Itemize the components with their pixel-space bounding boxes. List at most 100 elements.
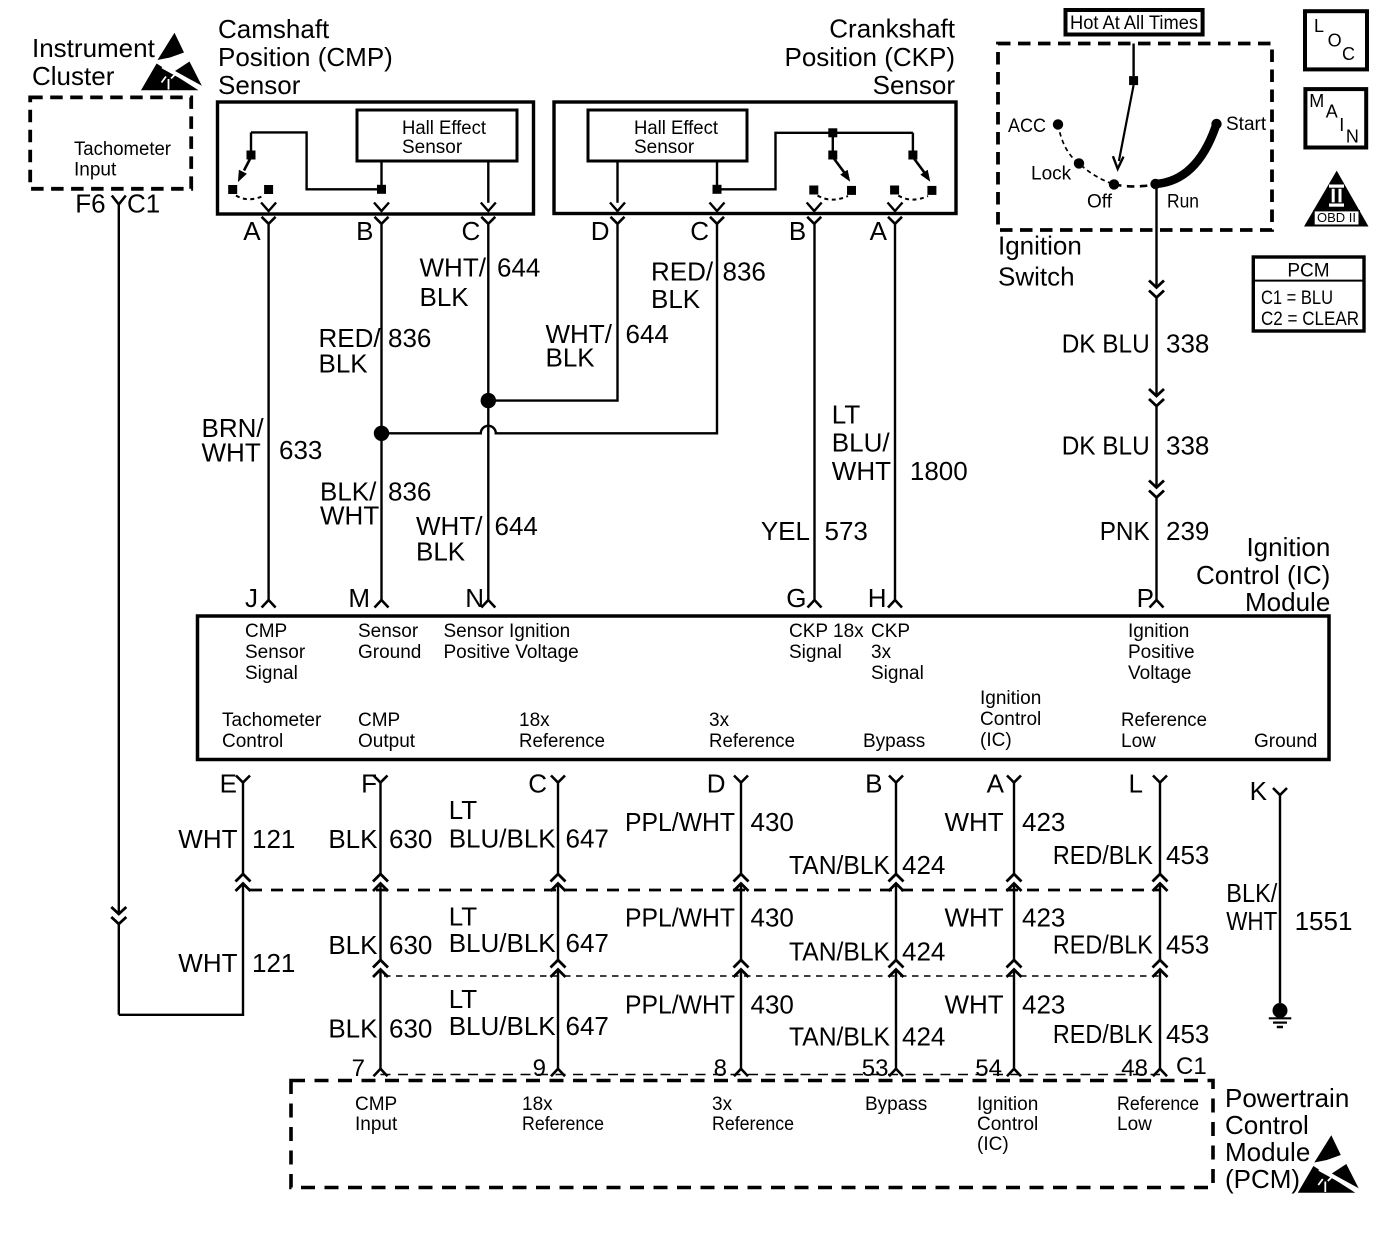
svg-text:(IC): (IC) — [977, 1134, 1009, 1155]
svg-text:ACC: ACC — [1008, 116, 1046, 137]
svg-text:3x: 3x — [709, 710, 730, 731]
svg-text:Off: Off — [1087, 192, 1113, 213]
svg-text:Voltage: Voltage — [1128, 663, 1191, 684]
svg-text:Signal: Signal — [871, 663, 924, 684]
svg-text:N: N — [1346, 127, 1359, 147]
svg-text:Control: Control — [222, 731, 283, 752]
svg-text:C: C — [1342, 44, 1355, 64]
svg-text:239: 239 — [1166, 516, 1209, 546]
svg-text:WHT: WHT — [944, 903, 1003, 933]
svg-text:Control: Control — [980, 709, 1041, 730]
svg-text:630: 630 — [389, 930, 432, 960]
svg-text:Control: Control — [977, 1114, 1038, 1135]
svg-text:Instrument: Instrument — [32, 33, 156, 63]
svg-text:BLK: BLK — [328, 930, 378, 960]
svg-text:Reference: Reference — [522, 1114, 604, 1135]
svg-text:Ignition: Ignition — [998, 231, 1082, 261]
svg-text:H: H — [868, 583, 887, 613]
svg-text:B: B — [789, 216, 806, 246]
svg-text:A: A — [243, 216, 261, 246]
svg-text:338: 338 — [1166, 329, 1209, 359]
svg-text:53: 53 — [862, 1055, 889, 1082]
svg-text:M: M — [348, 583, 370, 613]
svg-text:PCM: PCM — [1287, 261, 1329, 282]
svg-text:CKP 18x: CKP 18x — [789, 621, 864, 642]
svg-text:424: 424 — [902, 937, 945, 967]
svg-text:836: 836 — [388, 477, 431, 507]
svg-text:3x: 3x — [871, 642, 892, 663]
svg-text:630: 630 — [389, 824, 432, 854]
svg-text:Sensor: Sensor — [358, 621, 419, 642]
svg-text:423: 423 — [1022, 990, 1065, 1020]
svg-text:WHT: WHT — [1226, 906, 1277, 936]
svg-text:Ground: Ground — [358, 642, 421, 663]
svg-text:121: 121 — [252, 824, 295, 854]
svg-text:DK BLU: DK BLU — [1062, 430, 1150, 460]
svg-text:1551: 1551 — [1295, 906, 1353, 936]
svg-text:423: 423 — [1022, 807, 1065, 837]
svg-text:630: 630 — [389, 1014, 432, 1044]
svg-text:WHT: WHT — [944, 807, 1003, 837]
svg-text:LT: LT — [449, 902, 478, 932]
svg-text:Tachometer: Tachometer — [74, 139, 172, 160]
svg-text:A: A — [870, 216, 888, 246]
svg-text:Sensor: Sensor — [634, 137, 695, 158]
svg-text:430: 430 — [751, 903, 794, 933]
svg-text:WHT: WHT — [178, 948, 237, 978]
svg-text:F6: F6 — [75, 189, 105, 219]
svg-text:Positive: Positive — [1128, 642, 1195, 663]
svg-text:836: 836 — [723, 257, 766, 287]
svg-text:DK BLU: DK BLU — [1062, 329, 1150, 359]
svg-text:PPL/WHT: PPL/WHT — [625, 807, 735, 837]
svg-text:453: 453 — [1166, 930, 1209, 960]
svg-text:Low: Low — [1117, 1114, 1152, 1135]
svg-text:Reference: Reference — [1121, 710, 1207, 731]
svg-text:BLK/: BLK/ — [1226, 878, 1278, 908]
svg-text:Crankshaft: Crankshaft — [829, 14, 955, 44]
svg-text:BLU/BLK: BLU/BLK — [449, 824, 557, 854]
svg-text:Sensor: Sensor — [245, 642, 306, 663]
svg-text:BLK: BLK — [416, 537, 466, 567]
svg-text:I: I — [1339, 115, 1344, 135]
svg-text:RED/BLK: RED/BLK — [1053, 1019, 1154, 1049]
svg-text:RED/: RED/ — [319, 323, 382, 353]
svg-text:D: D — [707, 769, 726, 799]
svg-text:C: C — [462, 216, 481, 246]
svg-text:573: 573 — [825, 516, 868, 546]
svg-text:424: 424 — [902, 1022, 945, 1052]
svg-text:Camshaft: Camshaft — [218, 14, 330, 44]
svg-text:647: 647 — [566, 824, 609, 854]
svg-text:YEL: YEL — [761, 516, 810, 546]
svg-text:Ignition: Ignition — [1128, 621, 1189, 642]
svg-text:Input: Input — [74, 160, 117, 181]
svg-text:7: 7 — [352, 1055, 365, 1082]
svg-text:Signal: Signal — [245, 663, 298, 684]
svg-text:CMP: CMP — [358, 710, 400, 731]
svg-text:J: J — [245, 583, 258, 613]
svg-text:WHT/: WHT/ — [420, 253, 487, 283]
svg-text:A: A — [1326, 102, 1338, 122]
svg-text:Sensor: Sensor — [402, 137, 463, 158]
svg-text:PPL/WHT: PPL/WHT — [625, 903, 735, 933]
svg-text:L: L — [1129, 769, 1143, 799]
svg-text:Tachometer: Tachometer — [222, 710, 322, 731]
svg-text:Switch: Switch — [998, 261, 1075, 291]
svg-text:Bypass: Bypass — [863, 731, 925, 752]
svg-text:48: 48 — [1121, 1055, 1148, 1082]
svg-text:BLK: BLK — [328, 824, 378, 854]
svg-text:D: D — [591, 216, 610, 246]
svg-text:O: O — [1328, 30, 1342, 50]
svg-text:Signal: Signal — [789, 642, 842, 663]
svg-text:633: 633 — [279, 435, 322, 465]
svg-text:M: M — [1309, 91, 1324, 111]
svg-text:Ignition: Ignition — [977, 1094, 1038, 1115]
svg-text:BLK/: BLK/ — [320, 477, 377, 507]
svg-text:453: 453 — [1166, 1019, 1209, 1049]
svg-text:Ignition: Ignition — [980, 688, 1041, 709]
svg-text:644: 644 — [497, 253, 540, 283]
svg-text:B: B — [356, 216, 373, 246]
svg-text:OBD II: OBD II — [1317, 210, 1356, 225]
svg-text:E: E — [220, 769, 237, 799]
svg-text:LT: LT — [449, 984, 478, 1014]
svg-text:Reference: Reference — [709, 731, 795, 752]
